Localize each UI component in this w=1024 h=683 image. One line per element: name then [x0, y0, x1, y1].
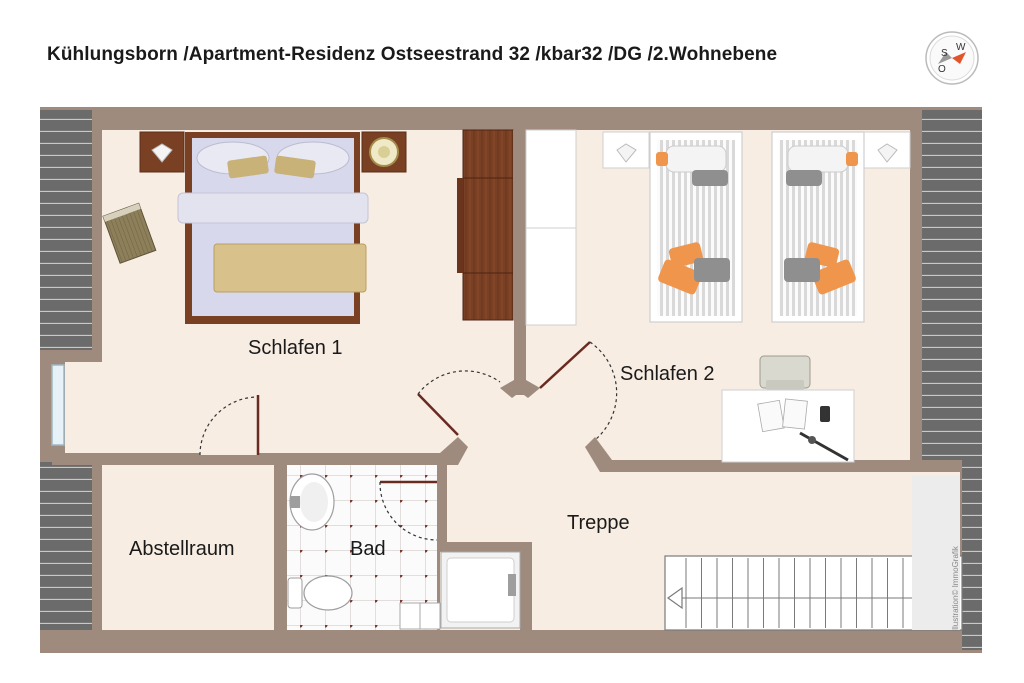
compass-letter-o: O	[938, 64, 946, 75]
wardrobe-white	[525, 129, 577, 326]
roof-slope-right	[922, 110, 982, 470]
door-schlafen2[interactable]	[539, 341, 618, 441]
desk-chair	[759, 355, 811, 390]
sink	[289, 473, 335, 531]
room-label-abstellraum: Abstellraum	[129, 538, 235, 560]
floor-hall	[440, 395, 600, 475]
room-label-bad: Bad	[350, 538, 386, 560]
wall-schlafen1-bottom-left	[52, 453, 200, 465]
door-abstellraum[interactable]	[199, 395, 260, 456]
bath-cabinet	[399, 602, 441, 630]
plan-title: Kühlungsborn /Apartment-Residenz Ostsees…	[47, 44, 778, 65]
roof-slope-left-top	[40, 110, 92, 350]
door-schlafen1[interactable]	[417, 370, 501, 436]
wall-center-vertical	[514, 130, 526, 392]
toilet	[287, 575, 353, 611]
wall-right-inner	[910, 110, 922, 460]
nightstand-right	[361, 131, 407, 173]
desk	[721, 389, 855, 463]
compass-letter-s: S	[941, 48, 948, 59]
single-bed-left	[649, 131, 743, 323]
compass-icon: S O W	[925, 31, 979, 85]
wall-center-splay	[500, 380, 540, 398]
wall-schlafen2-bottom	[600, 460, 962, 472]
illustration-credit: Illustration© ImmoGrafik	[951, 545, 960, 632]
wall-shower-top	[437, 542, 532, 552]
wall-hall-splay-left	[440, 437, 468, 465]
wall-bottom	[40, 630, 962, 652]
stair-landing	[912, 475, 960, 630]
room-label-treppe: Treppe	[567, 512, 630, 534]
shower-tray	[440, 551, 521, 629]
wall-left-notch	[52, 350, 102, 362]
wall-abstell-bad	[274, 460, 287, 632]
roof-slope-left-bottom	[40, 462, 92, 652]
wall-schlafen1-bottom-right	[258, 453, 458, 465]
window-left	[51, 364, 65, 446]
nightstand-s2-right	[863, 131, 911, 169]
nightstand-s2-left	[602, 131, 650, 169]
compass-letter-w: W	[956, 42, 966, 53]
single-bed-right	[771, 131, 865, 323]
rug	[102, 202, 157, 264]
wall-shower-right	[520, 542, 532, 632]
floor-abstellraum	[102, 465, 274, 630]
nightstand-left	[139, 131, 185, 173]
door-bad[interactable]	[379, 480, 438, 541]
wardrobe-wood	[457, 129, 514, 321]
double-bed	[177, 132, 369, 324]
room-label-schlafen2: Schlafen 2	[620, 363, 715, 385]
roof-slope-right-bottom	[962, 470, 982, 650]
room-label-schlafen1: Schlafen 1	[248, 337, 343, 359]
wall-bad-right	[437, 465, 447, 545]
